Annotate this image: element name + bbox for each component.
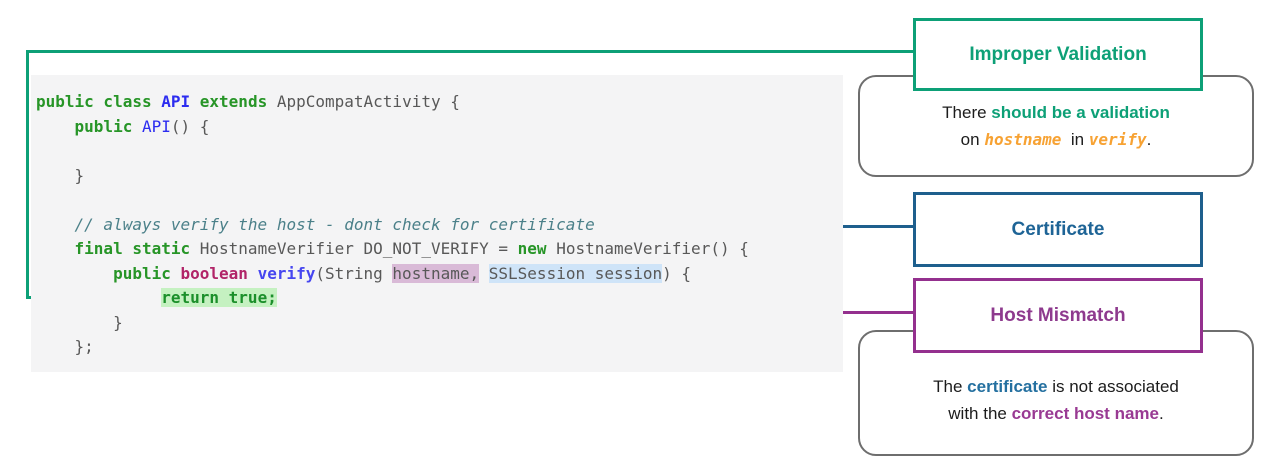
text-line: final static HostnameVerifier DO_NOT_VER…	[74, 239, 749, 258]
code-snippet: public class API extends AppCompatActivi…	[36, 90, 749, 360]
text-line: };	[36, 337, 94, 356]
callout-improper-validation: Improper Validation	[913, 18, 1203, 91]
connector-certificate-horizontal-high	[818, 225, 913, 228]
text-line: // always verify the host - dont check f…	[74, 214, 595, 234]
code-snippet-panel: public class API extends AppCompatActivi…	[31, 75, 843, 372]
callout-improper-validation-title: Improper Validation	[969, 43, 1147, 65]
callout-host-mismatch: Host Mismatch	[913, 278, 1203, 353]
connector-improper-validation-top	[26, 50, 913, 53]
text-line: There should be a validation	[942, 103, 1170, 122]
text-line	[36, 188, 749, 213]
text-line	[36, 139, 749, 164]
text-line: }	[36, 312, 123, 332]
connector-improper-validation-left	[26, 50, 29, 299]
note-improper-validation-text: There should be a validation on hostname …	[942, 99, 1170, 153]
text-line: with the correct host name.	[948, 404, 1164, 423]
text-line: public boolean verify(String hostname, S…	[113, 263, 692, 283]
text-line: public class API extends AppCompatActivi…	[36, 92, 460, 111]
callout-certificate-title: Certificate	[1011, 218, 1105, 240]
text-line: The certificate is not associated	[933, 377, 1179, 396]
callout-certificate: Certificate	[913, 192, 1203, 267]
text-line: on hostname in verify.	[960, 130, 1152, 149]
callout-host-mismatch-title: Host Mismatch	[990, 304, 1126, 326]
text-line: }	[36, 165, 85, 185]
text-line: return true;	[161, 288, 277, 307]
note-host-mismatch-text: The certificate is not associated with th…	[933, 359, 1179, 427]
text-line: public API() {	[74, 116, 210, 136]
